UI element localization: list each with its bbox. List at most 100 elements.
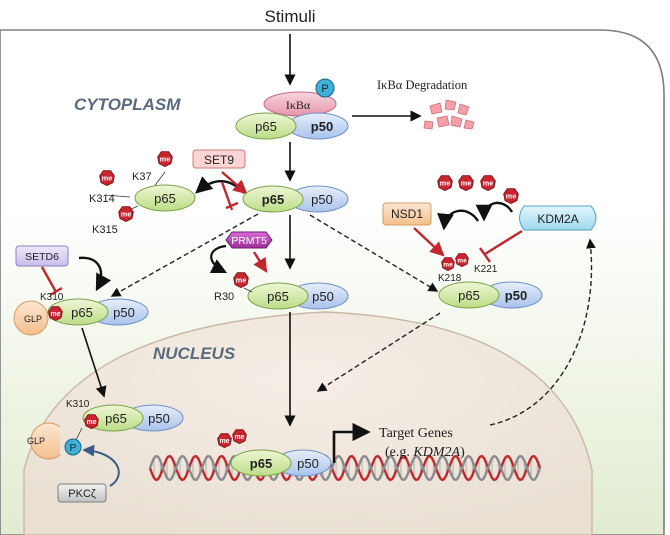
setd6-methylation-arrow [78,256,112,292]
methyl-mark [157,151,173,167]
methyl-mark [48,306,63,321]
methyl-mark [99,170,115,186]
phospho-badge [315,78,335,98]
p65-p50-on-dna: p65 p50 [217,429,332,477]
methyl-mark [480,175,496,191]
methyl-mark [84,414,99,429]
arrow-to-setd6 [110,213,259,297]
phospho-label: P [321,83,328,95]
p65-label: p65 [250,456,272,471]
site-k315: K315 [92,224,118,236]
setd6-label: SETD6 [25,251,59,263]
site-k310: K310 [66,399,90,410]
target-genes-label: Target Genes [379,426,453,441]
set9-label: SET9 [204,153,234,167]
glp-label: GLP [24,314,42,324]
phospho-label: P [70,443,77,454]
p65-label: p65 [154,191,176,206]
prmt5-activation-arrow [252,251,268,273]
methyl-mark [441,257,455,271]
p65-p50-nsd1-methylated: p65 p50 K218 K221 [438,253,543,309]
methyl-mark [437,175,453,191]
methyl-mark [232,429,247,444]
p65-label: p65 [255,119,277,134]
nucleus-region [23,311,593,535]
p65-label: p65 [105,411,127,426]
ikba-label: IκBα [286,98,311,112]
target-genes-example: (e.g. KDM2A) [385,445,465,460]
stimuli-label: Stimuli [264,7,315,26]
methyl-mark [233,272,249,288]
set9-inhibition [220,181,239,211]
phospho-badge [64,438,82,456]
p65-label: p65 [267,289,289,304]
site-k221: K221 [474,264,498,275]
p65-p50-prmt5-methylated: p65 p50 R30 [214,272,349,310]
pkcz-phospho-arrow [82,444,120,487]
setd6-box [15,245,69,267]
p50-label: p50 [113,305,135,320]
p50-label: p50 [311,192,333,207]
p65-protein [47,298,109,326]
prmt5-box [225,231,273,249]
glp-label: GLP [27,436,45,446]
p65-p50-nuclear-phospho: GLP p65 p50 K310 P [27,399,184,460]
site-r30: R30 [214,291,234,303]
kdm2a-demethylation-arrow [475,201,514,222]
p50-label: p50 [311,119,333,134]
methyl-mark [458,175,474,191]
p50-label: p50 [148,411,170,426]
nucleus-label: NUCLEUS [153,344,236,363]
p50-label: p50 [312,289,334,304]
nsd1-box [382,202,432,226]
nsd1-activation-arrow [413,227,445,257]
p65-protein [247,282,309,310]
site-k37: K37 [132,171,152,183]
pkcz-box [57,483,107,503]
prmt5-methylation-arrow [209,244,228,274]
cytoplasm-label: CYTOPLASM [74,95,181,114]
transcription-start-arrow [332,422,371,463]
p65-protein [134,184,196,212]
arrow-to-nuclear-setd6 [81,327,107,398]
p65-label: p65 [262,192,284,207]
kdm2a-label: KDM2A [537,212,578,226]
site-k310: K310 [40,292,64,303]
ikba-complex: IκBα P p65 p50 [235,78,349,140]
set9-activation-arrow [221,171,248,195]
kdm2a-inhibition [479,229,523,263]
setd6-inhibition [40,266,63,297]
glp-protein [30,422,61,460]
degradation-label: IκBα Degradation [377,78,468,92]
arrow-nsd1-to-nucleus [316,312,441,392]
p65-p50-dimer: p65 p50 [242,185,349,213]
p65-protein [242,185,304,213]
site-k314: K314 [89,193,115,205]
glp-protein [13,300,49,336]
prmt5-label: PRMT5 [231,235,267,247]
p50-label: p50 [297,456,319,471]
p65-label: p65 [71,305,93,320]
arrow-to-nsd1 [309,214,439,292]
p65-protein [235,112,297,140]
dna-strand [148,454,542,482]
methyl-mark [217,433,232,448]
p65-p50-setd6-methylated: GLP p65 p50 K310 [13,292,149,336]
feedback-arrow-to-kdm2a [489,238,596,426]
degradation-fragments [423,99,475,130]
p65-protein [82,404,144,432]
pkcz-label: PKCζ [68,488,96,500]
site-k218: K218 [438,273,462,284]
nsd1-label: NSD1 [391,207,423,221]
p65-set9-methylated: p65 K37 K314 K315 [89,151,196,236]
nsd1-methylation-arrow [437,209,480,231]
methyl-mark [455,253,469,267]
p50-label: p50 [505,288,527,303]
set9-box [192,149,246,169]
methyl-mark [503,188,519,204]
kdm2a-box [519,205,597,231]
p65-label: p65 [458,288,480,303]
methyl-mark [118,206,134,222]
p65-protein [438,281,500,309]
